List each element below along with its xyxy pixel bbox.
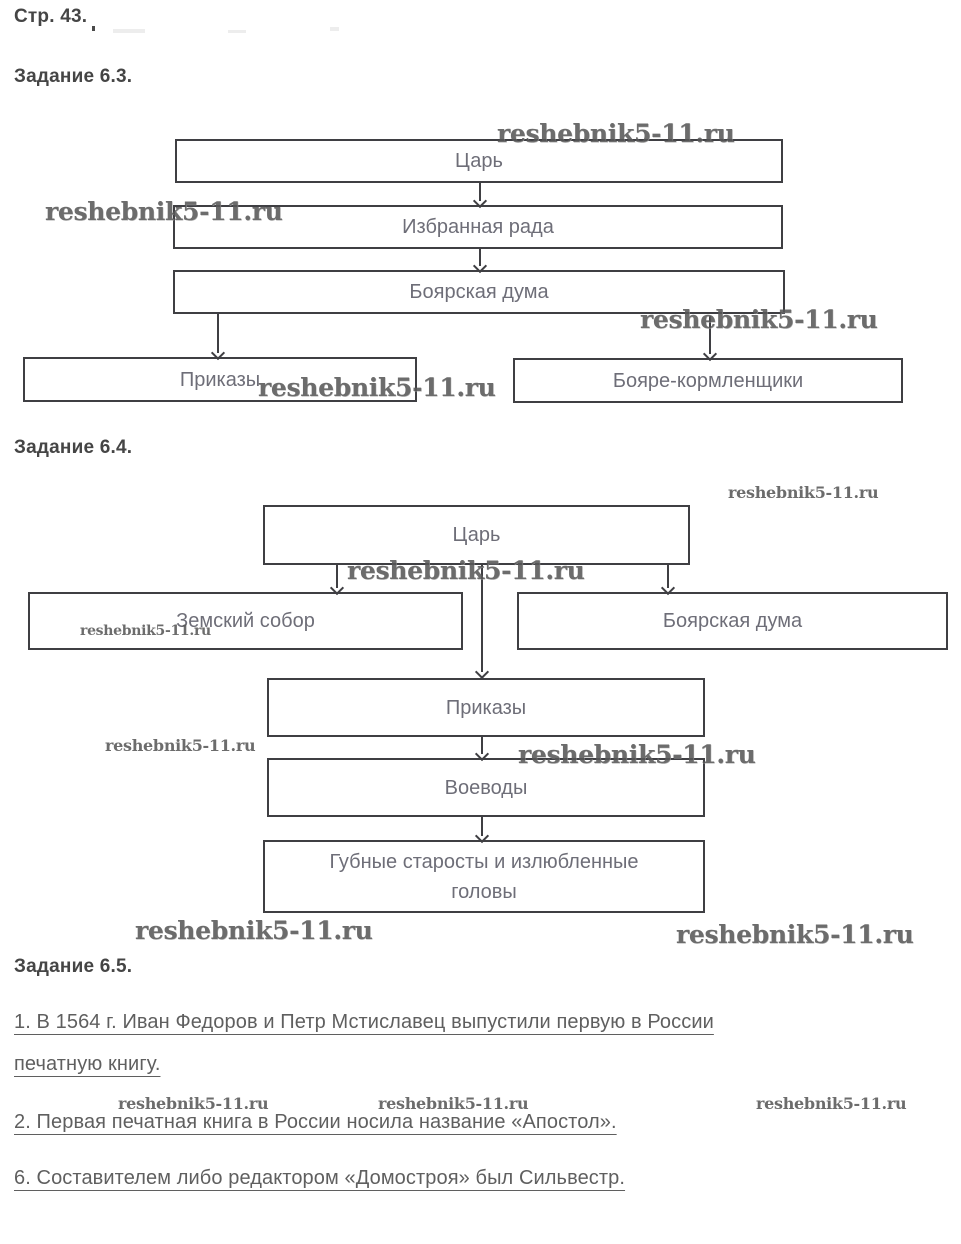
watermark: reshebnik5-11.ru [640, 305, 878, 334]
arrow-tsar-to-boyarskaya-duma [660, 565, 676, 596]
node-label: Воеводы [444, 776, 528, 799]
watermark: reshebnik5-11.ru [378, 1094, 529, 1113]
task-6-5-heading: Задание 6.5. [14, 956, 133, 977]
node-voevody: Воеводы [267, 758, 705, 817]
arrow-tsar-to-izbrannaya-rada [472, 182, 488, 209]
node-prikazy-63: Приказы [23, 357, 417, 402]
node-zemsky-sobor: Земский собор [28, 592, 463, 650]
watermark: reshebnik5-11.ru [728, 483, 879, 502]
watermark: reshebnik5-11.ru [80, 623, 211, 639]
node-izbrannaya-rada: Избранная рада [173, 205, 783, 249]
node-boyarskaya-duma-64: Боярская дума [517, 592, 948, 650]
arrow-prikazy-to-voevody [474, 736, 490, 762]
node-label: Приказы [445, 696, 527, 719]
node-label: Губные старосты и излюбленные головы [329, 850, 639, 903]
arrow-duma-to-prikazy [210, 313, 226, 361]
task-6-3-heading: Задание 6.3. [14, 66, 133, 87]
answer-3-line-1: 6. Составителем либо редактором «Домостр… [14, 1167, 626, 1189]
answer-1-line-1: 1. В 1564 г. Иван Федоров и Петр Мстисла… [14, 1011, 714, 1033]
ghost-text-artifact [228, 30, 246, 33]
node-label: Боярская дума [662, 610, 803, 632]
arrow-voevody-to-gubnye-starosty [474, 816, 490, 844]
task-6-4-heading: Задание 6.4. [14, 437, 133, 458]
ghost-text-artifact [113, 29, 145, 33]
watermark: reshebnik5-11.ru [518, 740, 756, 769]
node-label: Боярская дума [409, 281, 549, 303]
watermark: reshebnik5-11.ru [118, 1094, 269, 1113]
ghost-text-artifact [330, 27, 339, 31]
arrow-tsar-to-zemsky-sobor [329, 565, 345, 596]
node-boyare-kormlenshchiki: Бояре-кормленщики [513, 358, 903, 403]
watermark: reshebnik5-11.ru [497, 119, 735, 148]
arrow-duma-to-kormlenshchiki [702, 316, 718, 362]
watermark: reshebnik5-11.ru [135, 916, 373, 945]
watermark: reshebnik5-11.ru [105, 736, 256, 755]
node-tsar-64: Царь [263, 505, 690, 565]
node-boyarskaya-duma-63: Боярская дума [173, 270, 785, 314]
watermark: reshebnik5-11.ru [756, 1094, 907, 1113]
node-label: Избранная рада [402, 216, 554, 238]
watermark: reshebnik5-11.ru [347, 556, 585, 585]
arrow-izbrannaya-rada-to-boyarskaya-duma [472, 248, 488, 274]
watermark: reshebnik5-11.ru [45, 197, 283, 226]
page-number-label: Стр. 43. [14, 6, 88, 27]
ghost-text-artifact [92, 26, 95, 31]
node-label: Приказы [179, 368, 261, 391]
node-gubnye-starosty: Губные старосты и излюбленные головы [263, 840, 705, 913]
node-label: Земский собор [176, 610, 315, 632]
answer-1-line-2: печатную книгу. [14, 1053, 161, 1075]
watermark: reshebnik5-11.ru [676, 920, 914, 949]
node-label: Царь [452, 524, 501, 546]
node-label: Бояре-кормленщики [612, 369, 804, 392]
node-label: Царь [455, 150, 503, 172]
answer-2-line-1: 2. Первая печатная книга в России носила… [14, 1111, 617, 1133]
watermark: reshebnik5-11.ru [258, 373, 496, 402]
arrow-tsar-to-prikazy [474, 565, 490, 680]
node-prikazy-64: Приказы [267, 678, 705, 737]
